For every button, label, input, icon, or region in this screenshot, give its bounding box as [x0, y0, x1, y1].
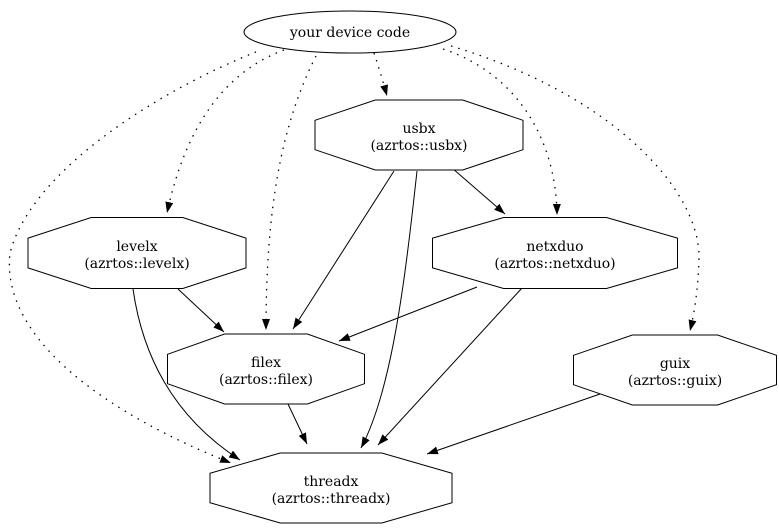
node-guix: guix(azrtos::guix)	[573, 334, 777, 406]
node-netxduo: netxduo(azrtos::netxduo)	[432, 217, 678, 289]
node-filex-label-line-1: filex	[251, 355, 281, 371]
node-threadx: threadx(azrtos::threadx)	[209, 452, 453, 524]
node-netxduo-outline	[432, 217, 678, 289]
node-device-label-line-1: your device code	[289, 25, 410, 41]
node-guix-label-line-2: (azrtos::guix)	[628, 373, 722, 389]
node-levelx-label: levelx(azrtos::levelx)	[84, 239, 189, 272]
edge-usbx-threadx	[360, 170, 418, 449]
node-usbx-label: usbx(azrtos::usbx)	[370, 121, 467, 154]
node-levelx: levelx(azrtos::levelx)	[27, 217, 247, 289]
node-device-label: your device code	[289, 25, 410, 41]
node-usbx-label-line-1: usbx	[402, 121, 435, 137]
edge-device-netxduo	[442, 48, 561, 216]
node-filex: filex(azrtos::filex)	[167, 333, 365, 405]
node-threadx-label: threadx(azrtos::threadx)	[272, 474, 391, 507]
node-netxduo-label: netxduo(azrtos::netxduo)	[494, 239, 615, 272]
node-guix-outline	[573, 334, 777, 406]
node-guix-label: guix(azrtos::guix)	[628, 356, 722, 389]
node-threadx-label-line-1: threadx	[304, 474, 359, 490]
edge-usbx-netxduo	[451, 167, 506, 215]
edge-filex-threadx	[287, 403, 308, 445]
edge-device-filex	[262, 55, 317, 331]
node-levelx-label-line-2: (azrtos::levelx)	[84, 256, 189, 272]
node-usbx-outline	[314, 99, 524, 171]
node-levelx-outline	[27, 217, 247, 289]
edge-device-usbx	[373, 52, 388, 97]
node-device-outline	[243, 10, 457, 54]
nodes-layer: your device codeusbx(azrtos::usbx)levelx…	[27, 10, 777, 524]
node-levelx-label-line-1: levelx	[116, 239, 157, 255]
node-threadx-label-line-2: (azrtos::threadx)	[272, 491, 391, 507]
node-guix-label-line-1: guix	[660, 356, 690, 372]
edge-levelx-filex	[177, 288, 225, 333]
edges-layer	[8, 45, 700, 464]
node-filex-label-line-2: (azrtos::filex)	[219, 372, 313, 388]
edge-guix-threadx	[426, 393, 601, 455]
node-device: your device code	[243, 10, 457, 54]
node-usbx-label-line-2: (azrtos::usbx)	[370, 138, 467, 154]
node-filex-label: filex(azrtos::filex)	[219, 355, 313, 388]
node-netxduo-label-line-1: netxduo	[526, 239, 583, 255]
node-filex-outline	[167, 333, 365, 405]
edge-device-guix	[450, 45, 700, 332]
edge-netxduo-threadx	[377, 287, 523, 446]
edge-netxduo-filex	[338, 286, 478, 342]
node-usbx: usbx(azrtos::usbx)	[314, 99, 524, 171]
node-threadx-outline	[209, 452, 453, 524]
edge-usbx-filex	[292, 170, 395, 330]
node-netxduo-label-line-2: (azrtos::netxduo)	[494, 256, 615, 272]
edge-levelx-threadx	[132, 288, 241, 461]
edge-device-levelx	[165, 49, 285, 214]
